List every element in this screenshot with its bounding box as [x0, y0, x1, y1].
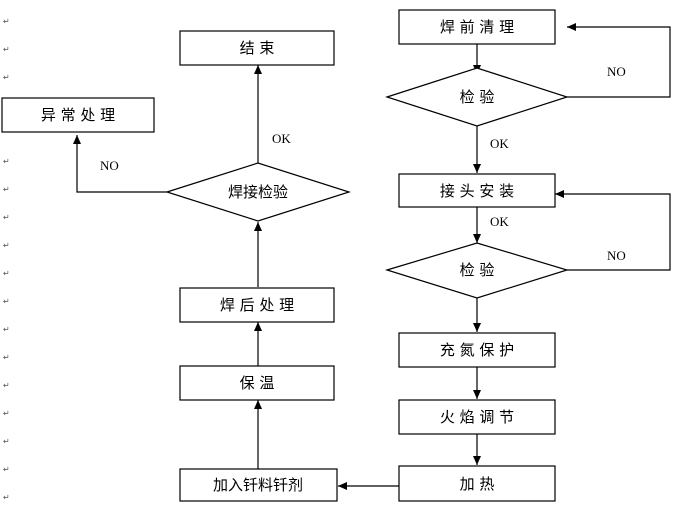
node-nitrogen [398, 332, 556, 368]
svg-text:↵: ↵ [3, 353, 10, 362]
node-joint-install-label: 接 头 安 装 [440, 182, 514, 200]
node-joint-install [398, 173, 556, 208]
svg-text:↵: ↵ [3, 185, 10, 194]
svg-text:↵: ↵ [3, 493, 10, 502]
svg-text:↵: ↵ [3, 465, 10, 474]
svg-text:↵: ↵ [3, 157, 10, 166]
svg-text:↵: ↵ [3, 45, 10, 54]
edge-label-ok-3: OK [272, 131, 291, 146]
edge-weldinspect-no-abnormal [73, 135, 167, 193]
node-weld-inspect [165, 162, 351, 222]
edge-label-ok-2: OK [490, 214, 509, 229]
svg-text:↵: ↵ [3, 325, 10, 334]
node-abnormal-label: 异 常 处 理 [41, 106, 115, 124]
node-end-label: 结 束 [240, 39, 275, 57]
edge-label-no-3: NO [100, 158, 119, 173]
node-flux-label: 加入钎料钎剂 [213, 476, 303, 494]
node-inspect-1 [385, 67, 569, 127]
node-inspect-2-label: 检 验 [460, 261, 495, 279]
svg-text:↵: ↵ [3, 409, 10, 418]
node-abnormal [1, 97, 155, 133]
margin-marks: ↵ ↵ ↵ ↵ ↵ ↵ ↵ ↵ ↵ ↵ ↵ ↵ ↵ ↵ ↵ ↵ [3, 17, 10, 502]
node-inspect-2 [384, 242, 570, 299]
edge-inspect1-no-loop [567, 23, 671, 98]
edge-inspect2-no-loop [555, 190, 671, 271]
node-flame-label: 火 焰 调 节 [440, 408, 514, 426]
svg-text:↵: ↵ [3, 437, 10, 446]
node-heat [398, 465, 556, 502]
svg-text:↵: ↵ [3, 297, 10, 306]
svg-text:↵: ↵ [3, 73, 10, 82]
svg-text:↵: ↵ [3, 213, 10, 222]
node-pre-clean-label: 焊 前 清 理 [440, 18, 514, 36]
node-post-treat [179, 287, 335, 323]
node-flux [179, 468, 338, 502]
node-nitrogen-label: 充 氮 保 护 [440, 341, 514, 359]
svg-text:↵: ↵ [3, 241, 10, 250]
node-post-treat-label: 焊 后 处 理 [220, 296, 294, 314]
node-flame [398, 399, 556, 435]
node-inspect-1-label: 检 验 [460, 88, 495, 106]
svg-text:↵: ↵ [3, 381, 10, 390]
node-pre-clean [398, 9, 556, 45]
svg-text:↵: ↵ [3, 269, 10, 278]
edge-label-no-2: NO [607, 248, 626, 263]
node-keep-warm-label: 保 温 [240, 374, 275, 392]
edge-label-no-1: NO [607, 64, 626, 79]
node-weld-inspect-label: 焊接检验 [228, 183, 288, 201]
edge-label-ok-1: OK [490, 136, 509, 151]
node-heat-label: 加 热 [460, 475, 495, 493]
node-keep-warm [179, 365, 335, 401]
node-end [179, 30, 335, 66]
svg-text:↵: ↵ [3, 17, 10, 26]
